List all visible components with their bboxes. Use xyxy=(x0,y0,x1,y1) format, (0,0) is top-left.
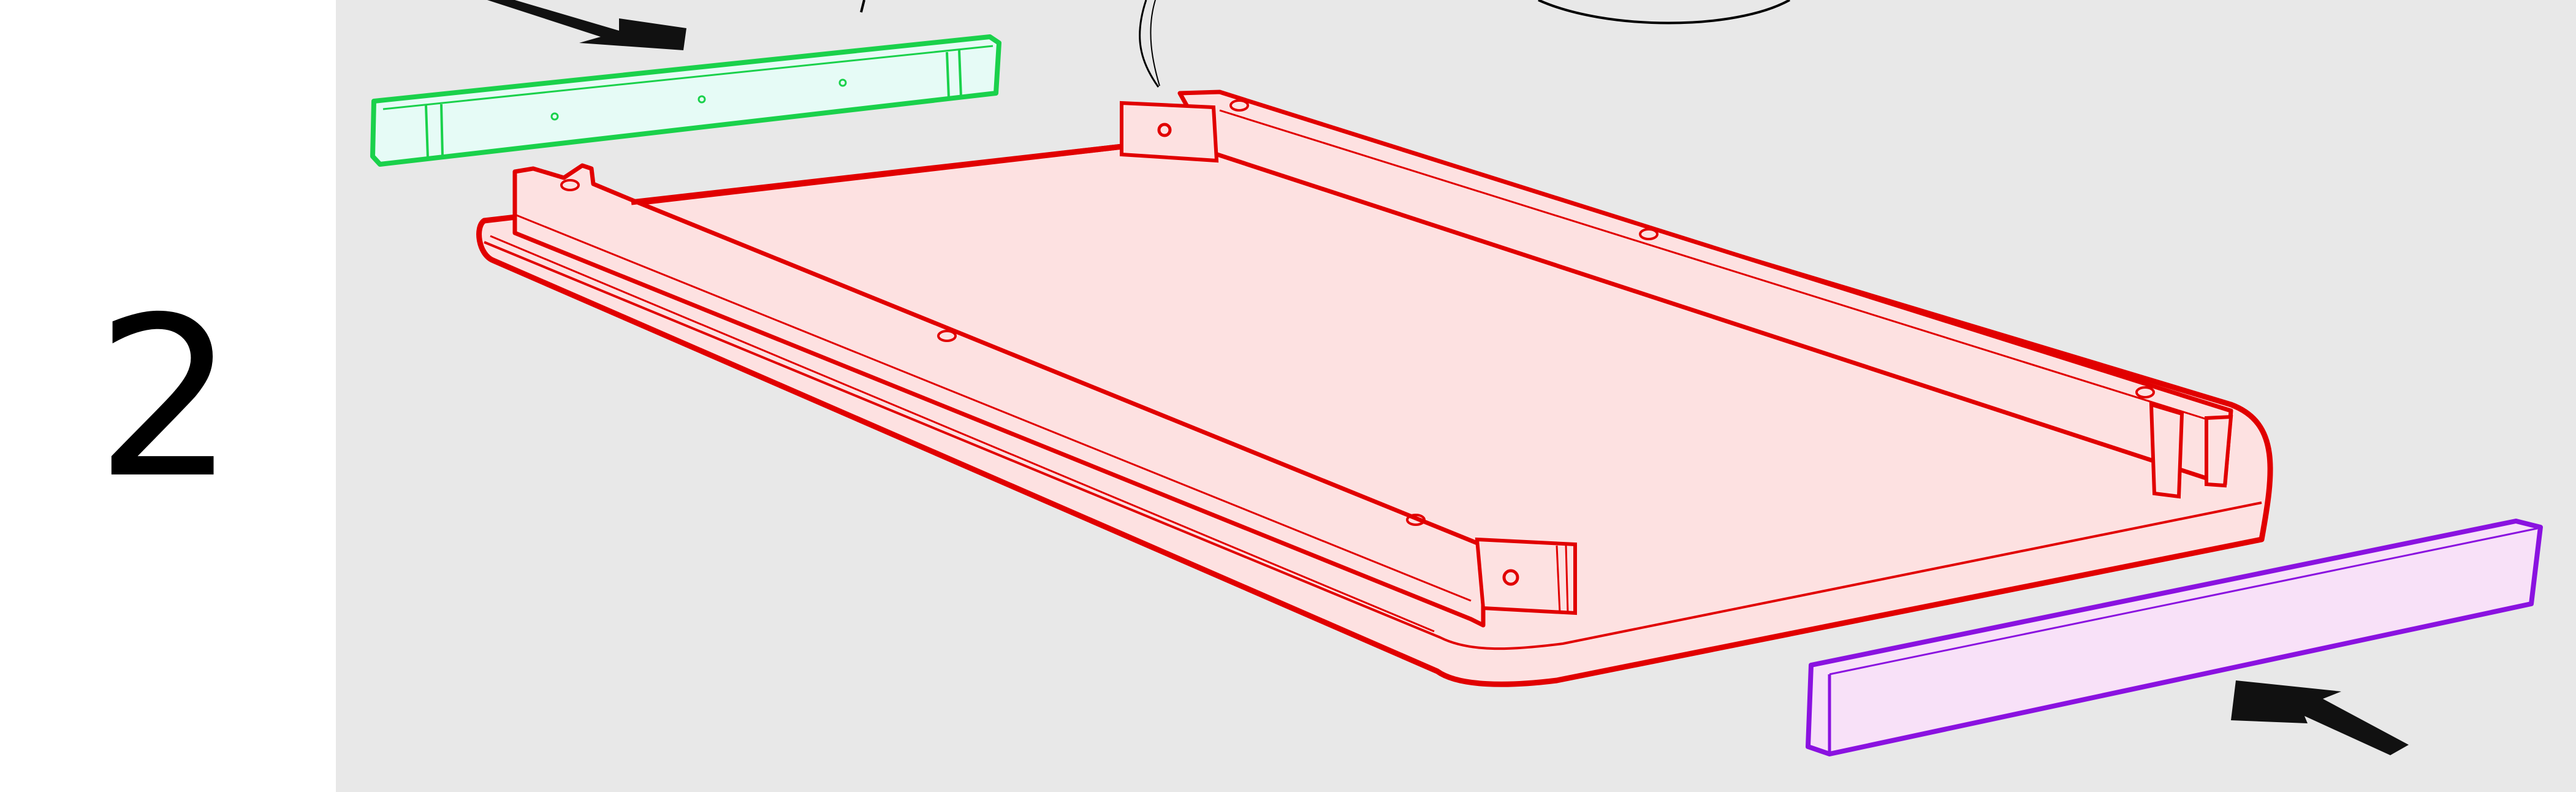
assembly-illustration xyxy=(336,0,2576,792)
step-panel: 2 xyxy=(0,0,336,792)
green-rail xyxy=(373,37,999,164)
callout-circle xyxy=(1538,0,1790,23)
illustration-svg xyxy=(336,0,2576,792)
callout-curve-2 xyxy=(1150,0,1160,86)
callout-line-left xyxy=(861,0,864,12)
callout-curve xyxy=(1140,0,1158,87)
drawer-frame xyxy=(479,92,2271,684)
step-number: 2 xyxy=(86,288,245,509)
arrow-up-left-icon xyxy=(2231,680,2409,755)
arrow-right-icon xyxy=(487,0,686,50)
